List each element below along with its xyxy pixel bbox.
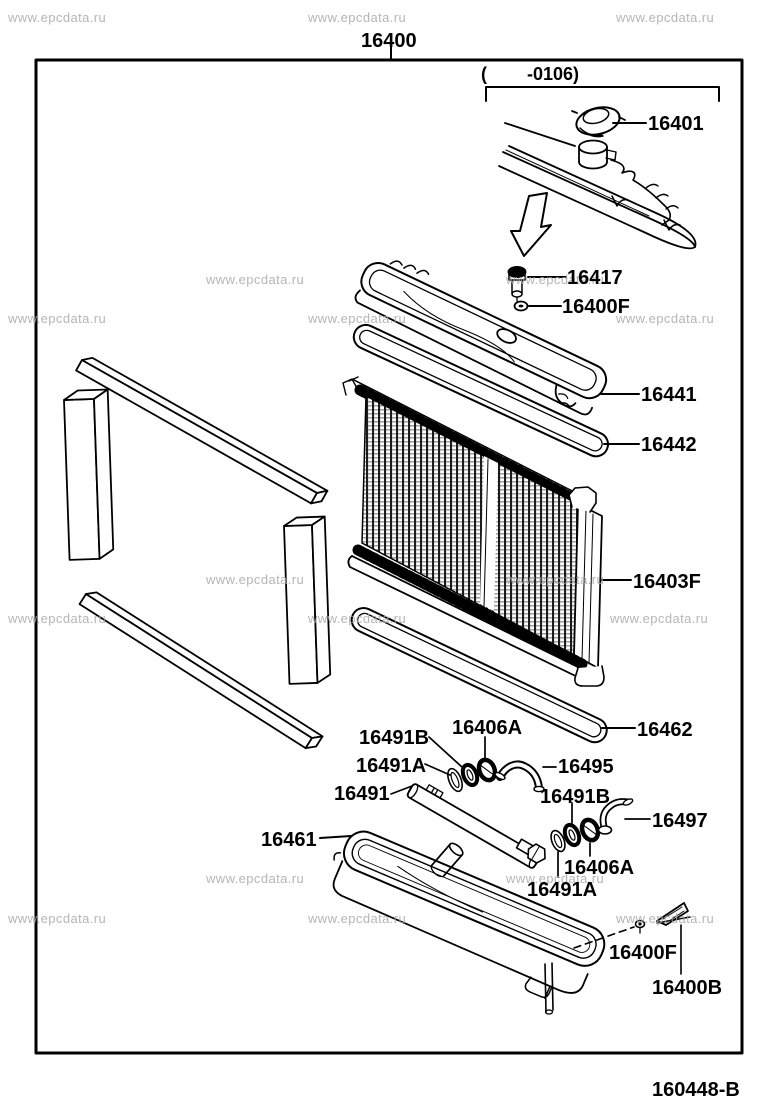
part-label-16441: 16441 [641, 384, 697, 406]
side-seal-bar-right [283, 515, 332, 685]
lower-tank-drawing [332, 830, 606, 1000]
assembly-number-label: 16400 [361, 30, 417, 52]
direction-arrow-icon [510, 192, 552, 257]
watermark: www.epcdata.ru [8, 10, 107, 25]
part-label-16406a-lower: 16406A [564, 857, 635, 879]
watermark: www.epcdata.ru [308, 10, 407, 25]
oil-cooler-pipe-drawing [406, 783, 541, 869]
watermark: www.epcdata.ru [8, 311, 107, 326]
watermark: www.epcdata.ru [308, 911, 407, 926]
part-label-16491: 16491 [334, 783, 390, 805]
watermark: www.epcdata.ru [616, 10, 715, 25]
watermark: www.epcdata.ru [506, 272, 605, 287]
part-label-16400f-bottom: 16400F [609, 942, 677, 964]
lower-gasket-drawing [350, 606, 608, 744]
outlet-pipe-16497-drawing [597, 798, 634, 835]
watermark: www.epcdata.ru [206, 572, 305, 587]
part-label-16403f: 16403F [633, 571, 701, 593]
leader-16461 [319, 835, 352, 839]
watermark: www.epcdata.ru [206, 871, 305, 886]
watermark: www.epcdata.ru [308, 611, 407, 626]
part-label-16442: 16442 [641, 434, 697, 456]
part-label-16491a-upper: 16491A [356, 755, 427, 777]
part-label-16400b: 16400B [652, 977, 723, 999]
part-label-16497: 16497 [652, 810, 708, 832]
applicability-bracket [485, 86, 720, 102]
side-seal-bar-bottom [78, 591, 324, 750]
watermark: www.epcdata.ru [616, 311, 715, 326]
upper-tank-drawing [354, 260, 608, 416]
pipe-end-fitting-drawing [515, 838, 546, 864]
watermark: www.epcdata.ru [616, 911, 715, 926]
part-label-16406a-upper: 16406A [452, 717, 523, 739]
part-label-16417: 16417 [567, 267, 623, 289]
part-label-16491a-lower: 16491A [527, 879, 598, 901]
filler-panel-drawing [498, 122, 697, 250]
oring-16491a-lower-drawing [550, 829, 566, 853]
ring-16491b-upper-drawing [460, 762, 480, 788]
part-label-16462: 16462 [637, 719, 693, 741]
part-label-16461: 16461 [261, 829, 317, 851]
lower-tank-inlet-drawing [430, 842, 464, 878]
watermark: www.epcdata.ru [206, 272, 305, 287]
upper-gasket-drawing [352, 323, 610, 458]
ring-16491b-lower-drawing [562, 822, 582, 848]
side-seal-bar-left [63, 388, 115, 561]
side-seal-bar-top [75, 356, 329, 505]
applicability-range-label: ( -0106) [481, 64, 580, 84]
dashed-leader-16400f-bottom [573, 926, 635, 949]
watermark: www.epcdata.ru [610, 611, 709, 626]
core-drawing [342, 376, 605, 687]
bracket-16400b-drawing [656, 902, 691, 975]
leader-lines [390, 736, 651, 878]
watermark: www.epcdata.ru [8, 911, 107, 926]
part-label-16400f-top: 16400F [562, 296, 630, 318]
radiator-cap-icon [571, 106, 626, 138]
part-label-16401: 16401 [648, 113, 704, 135]
part-label-16491b-lower: 16491B [540, 786, 611, 808]
union-16406a-upper-drawing [476, 757, 498, 783]
watermark: www.epcdata.ru [506, 871, 605, 886]
hose-16495-drawing [494, 760, 545, 793]
diagram-frame [34, 58, 744, 1055]
watermark: www.epcdata.ru [308, 311, 407, 326]
oring-16491a-upper-drawing [447, 767, 463, 793]
sheet-code: 160448-B [652, 1079, 740, 1101]
drain-plug-16400f-drawing [634, 919, 646, 934]
watermark: www.epcdata.ru [506, 572, 605, 587]
part-label-16495: 16495 [558, 756, 614, 778]
part-label-16491b-upper: 16491B [359, 727, 430, 749]
drain-cock-drawing [507, 266, 527, 302]
packing-grommet-drawing [513, 300, 529, 312]
union-16406a-lower-drawing [579, 817, 601, 843]
drain-pipe-drawing [544, 962, 554, 1015]
watermark: www.epcdata.ru [8, 611, 107, 626]
